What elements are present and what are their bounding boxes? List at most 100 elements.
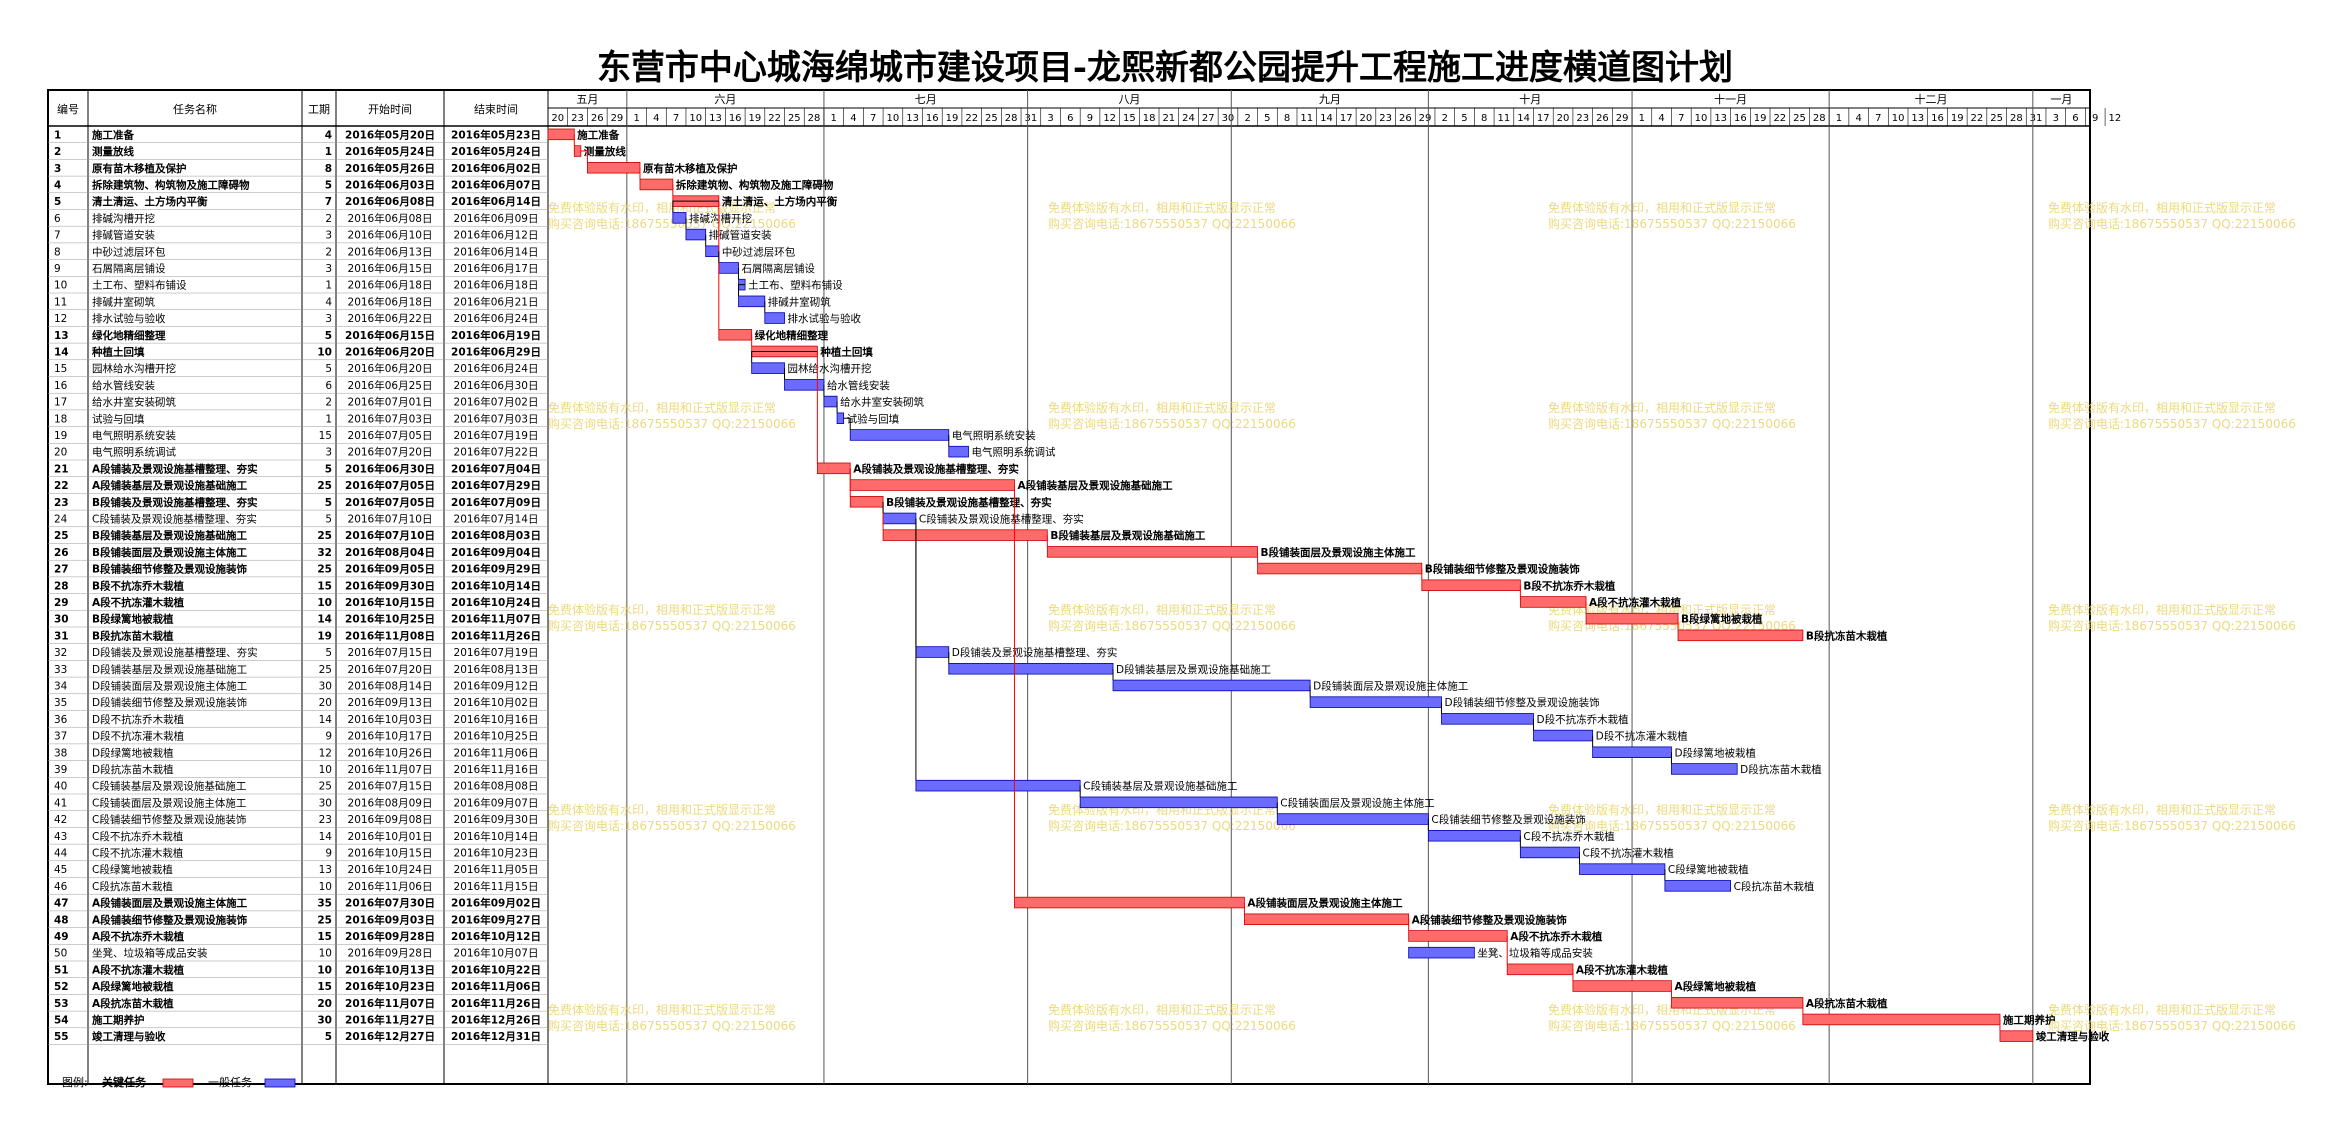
task-end: 2016年07月03日 <box>454 412 539 425</box>
day-label: 31 <box>2030 113 2043 124</box>
bar-label: B段铺装及景观设施基槽整理、夯实 <box>886 496 1052 509</box>
task-id: 23 <box>54 497 69 509</box>
task-duration: 3 <box>325 313 332 325</box>
task-name: C段绿篱地被栽植 <box>92 863 173 876</box>
bar-label: 施工准备 <box>577 128 619 141</box>
task-end: 2016年10月14日 <box>454 830 539 843</box>
task-id: 40 <box>54 781 67 793</box>
task-start: 2016年07月10日 <box>345 529 435 542</box>
task-start: 2016年07月20日 <box>348 446 433 459</box>
task-end: 2016年11月05日 <box>454 863 539 876</box>
bar-label: 原有苗木移植及保护 <box>643 162 738 175</box>
task-id: 1 <box>54 129 61 141</box>
task-start: 2016年06月20日 <box>348 362 433 375</box>
bar-label: B段铺装基层及景观设施基础施工 <box>1050 529 1206 542</box>
bar-label: C段不抗冻乔木栽植 <box>1523 830 1615 843</box>
task-duration: 2 <box>325 397 332 409</box>
task-id: 12 <box>54 313 67 325</box>
normal-task-bar <box>1664 880 1732 892</box>
task-start: 2016年09月28日 <box>348 947 433 960</box>
bar-label: B段铺装细节修整及景观设施装饰 <box>1425 563 1581 576</box>
bar-label: 竣工清理与验收 <box>2036 1030 2110 1043</box>
task-duration: 5 <box>325 497 332 509</box>
task-name: 种植土回填 <box>91 345 145 358</box>
task-id: 9 <box>54 263 61 275</box>
task-duration: 9 <box>325 731 332 743</box>
task-start: 2016年07月05日 <box>345 496 435 509</box>
task-id: 6 <box>54 213 61 225</box>
day-label: 14 <box>1320 113 1333 124</box>
task-id: 2 <box>54 146 61 158</box>
task-duration: 4 <box>325 129 332 141</box>
bar-label: C段铺装基层及景观设施基础施工 <box>1083 780 1237 793</box>
task-id: 51 <box>54 964 69 976</box>
task-end: 2016年11月06日 <box>451 980 541 993</box>
task-start: 2016年06月22日 <box>348 312 433 325</box>
watermark-text: 购买咨询电话:18675550537 QQ:22150066 <box>2048 1018 2296 1033</box>
critical-task-bar <box>1046 546 1258 558</box>
day-label: 4 <box>1658 113 1664 124</box>
month-label: 十二月 <box>1914 92 1947 106</box>
day-label: 28 <box>1005 113 1018 124</box>
day-label: 15 <box>1123 113 1136 124</box>
normal-task-bar <box>1427 830 1521 842</box>
task-end: 2016年11月26日 <box>451 629 541 642</box>
bar-label: 排碱管道安装 <box>709 229 772 242</box>
bar-label: 电气照明系统调试 <box>971 446 1055 459</box>
task-duration: 10 <box>319 764 332 776</box>
task-id: 46 <box>54 881 68 893</box>
normal-task-bar <box>718 262 739 274</box>
task-name: B段铺装面层及景观设施主体施工 <box>92 546 248 559</box>
day-label: 16 <box>926 113 939 124</box>
bar-label: C段铺装及景观设施基槽整理、夯实 <box>919 512 1084 525</box>
day-label: 6 <box>2072 113 2078 124</box>
day-label: 7 <box>1678 113 1684 124</box>
task-name: 拆除建筑物、构筑物及施工障碍物 <box>92 178 250 191</box>
task-end: 2016年06月17日 <box>454 262 539 275</box>
day-label: 7 <box>1875 113 1881 124</box>
bar-label: D段不抗冻乔木栽植 <box>1537 713 1630 726</box>
task-id: 54 <box>54 1014 69 1026</box>
task-name: 电气照明系统安装 <box>92 429 176 442</box>
day-label: 19 <box>749 113 762 124</box>
task-end: 2016年09月02日 <box>451 897 541 910</box>
day-label: 25 <box>985 113 998 124</box>
dependency-link <box>738 284 746 296</box>
task-end: 2016年06月21日 <box>454 295 539 308</box>
task-start: 2016年07月15日 <box>348 646 433 659</box>
task-id: 30 <box>54 614 69 626</box>
critical-task-bar <box>1408 930 1508 942</box>
bar-label: 排水试验与验收 <box>788 312 862 325</box>
day-label: 25 <box>1793 113 1806 124</box>
watermark-text: 购买咨询电话:18675550537 QQ:22150066 <box>1048 1018 1296 1033</box>
task-end: 2016年10月02日 <box>454 696 539 709</box>
task-name: A段抗冻苗木栽植 <box>92 997 174 1010</box>
bar-label: 电气照明系统安装 <box>952 429 1036 442</box>
task-name: 园林给水沟槽开挖 <box>92 362 176 375</box>
month-label: 六月 <box>714 93 736 106</box>
task-name: A段不抗冻灌木栽植 <box>92 596 185 609</box>
critical-task-bar <box>1677 629 1804 642</box>
task-duration: 30 <box>317 1014 332 1026</box>
task-name: 测量放线 <box>92 145 134 158</box>
task-duration: 15 <box>319 430 332 442</box>
table-frame <box>47 89 2091 1085</box>
task-duration: 4 <box>325 296 332 308</box>
day-label: 30 <box>1222 113 1235 124</box>
bar-label: 种植土回填 <box>819 345 873 358</box>
task-id: 27 <box>54 564 69 576</box>
bar-label: 清土清运、土方场内平衡 <box>722 195 838 208</box>
day-label: 7 <box>673 113 679 124</box>
task-id: 42 <box>54 814 67 826</box>
normal-task-bar <box>1519 846 1580 859</box>
normal-task-bar <box>1079 796 1278 809</box>
task-duration: 20 <box>317 998 332 1010</box>
critical-task-bar <box>1519 596 1587 608</box>
task-end: 2016年09月27日 <box>451 913 541 926</box>
task-end: 2016年08月03日 <box>451 529 541 542</box>
task-start: 2016年07月05日 <box>348 429 433 442</box>
day-label: 28 <box>808 113 821 124</box>
day-label: 13 <box>709 113 722 124</box>
task-start: 2016年07月15日 <box>348 780 433 793</box>
task-id: 45 <box>54 864 67 876</box>
